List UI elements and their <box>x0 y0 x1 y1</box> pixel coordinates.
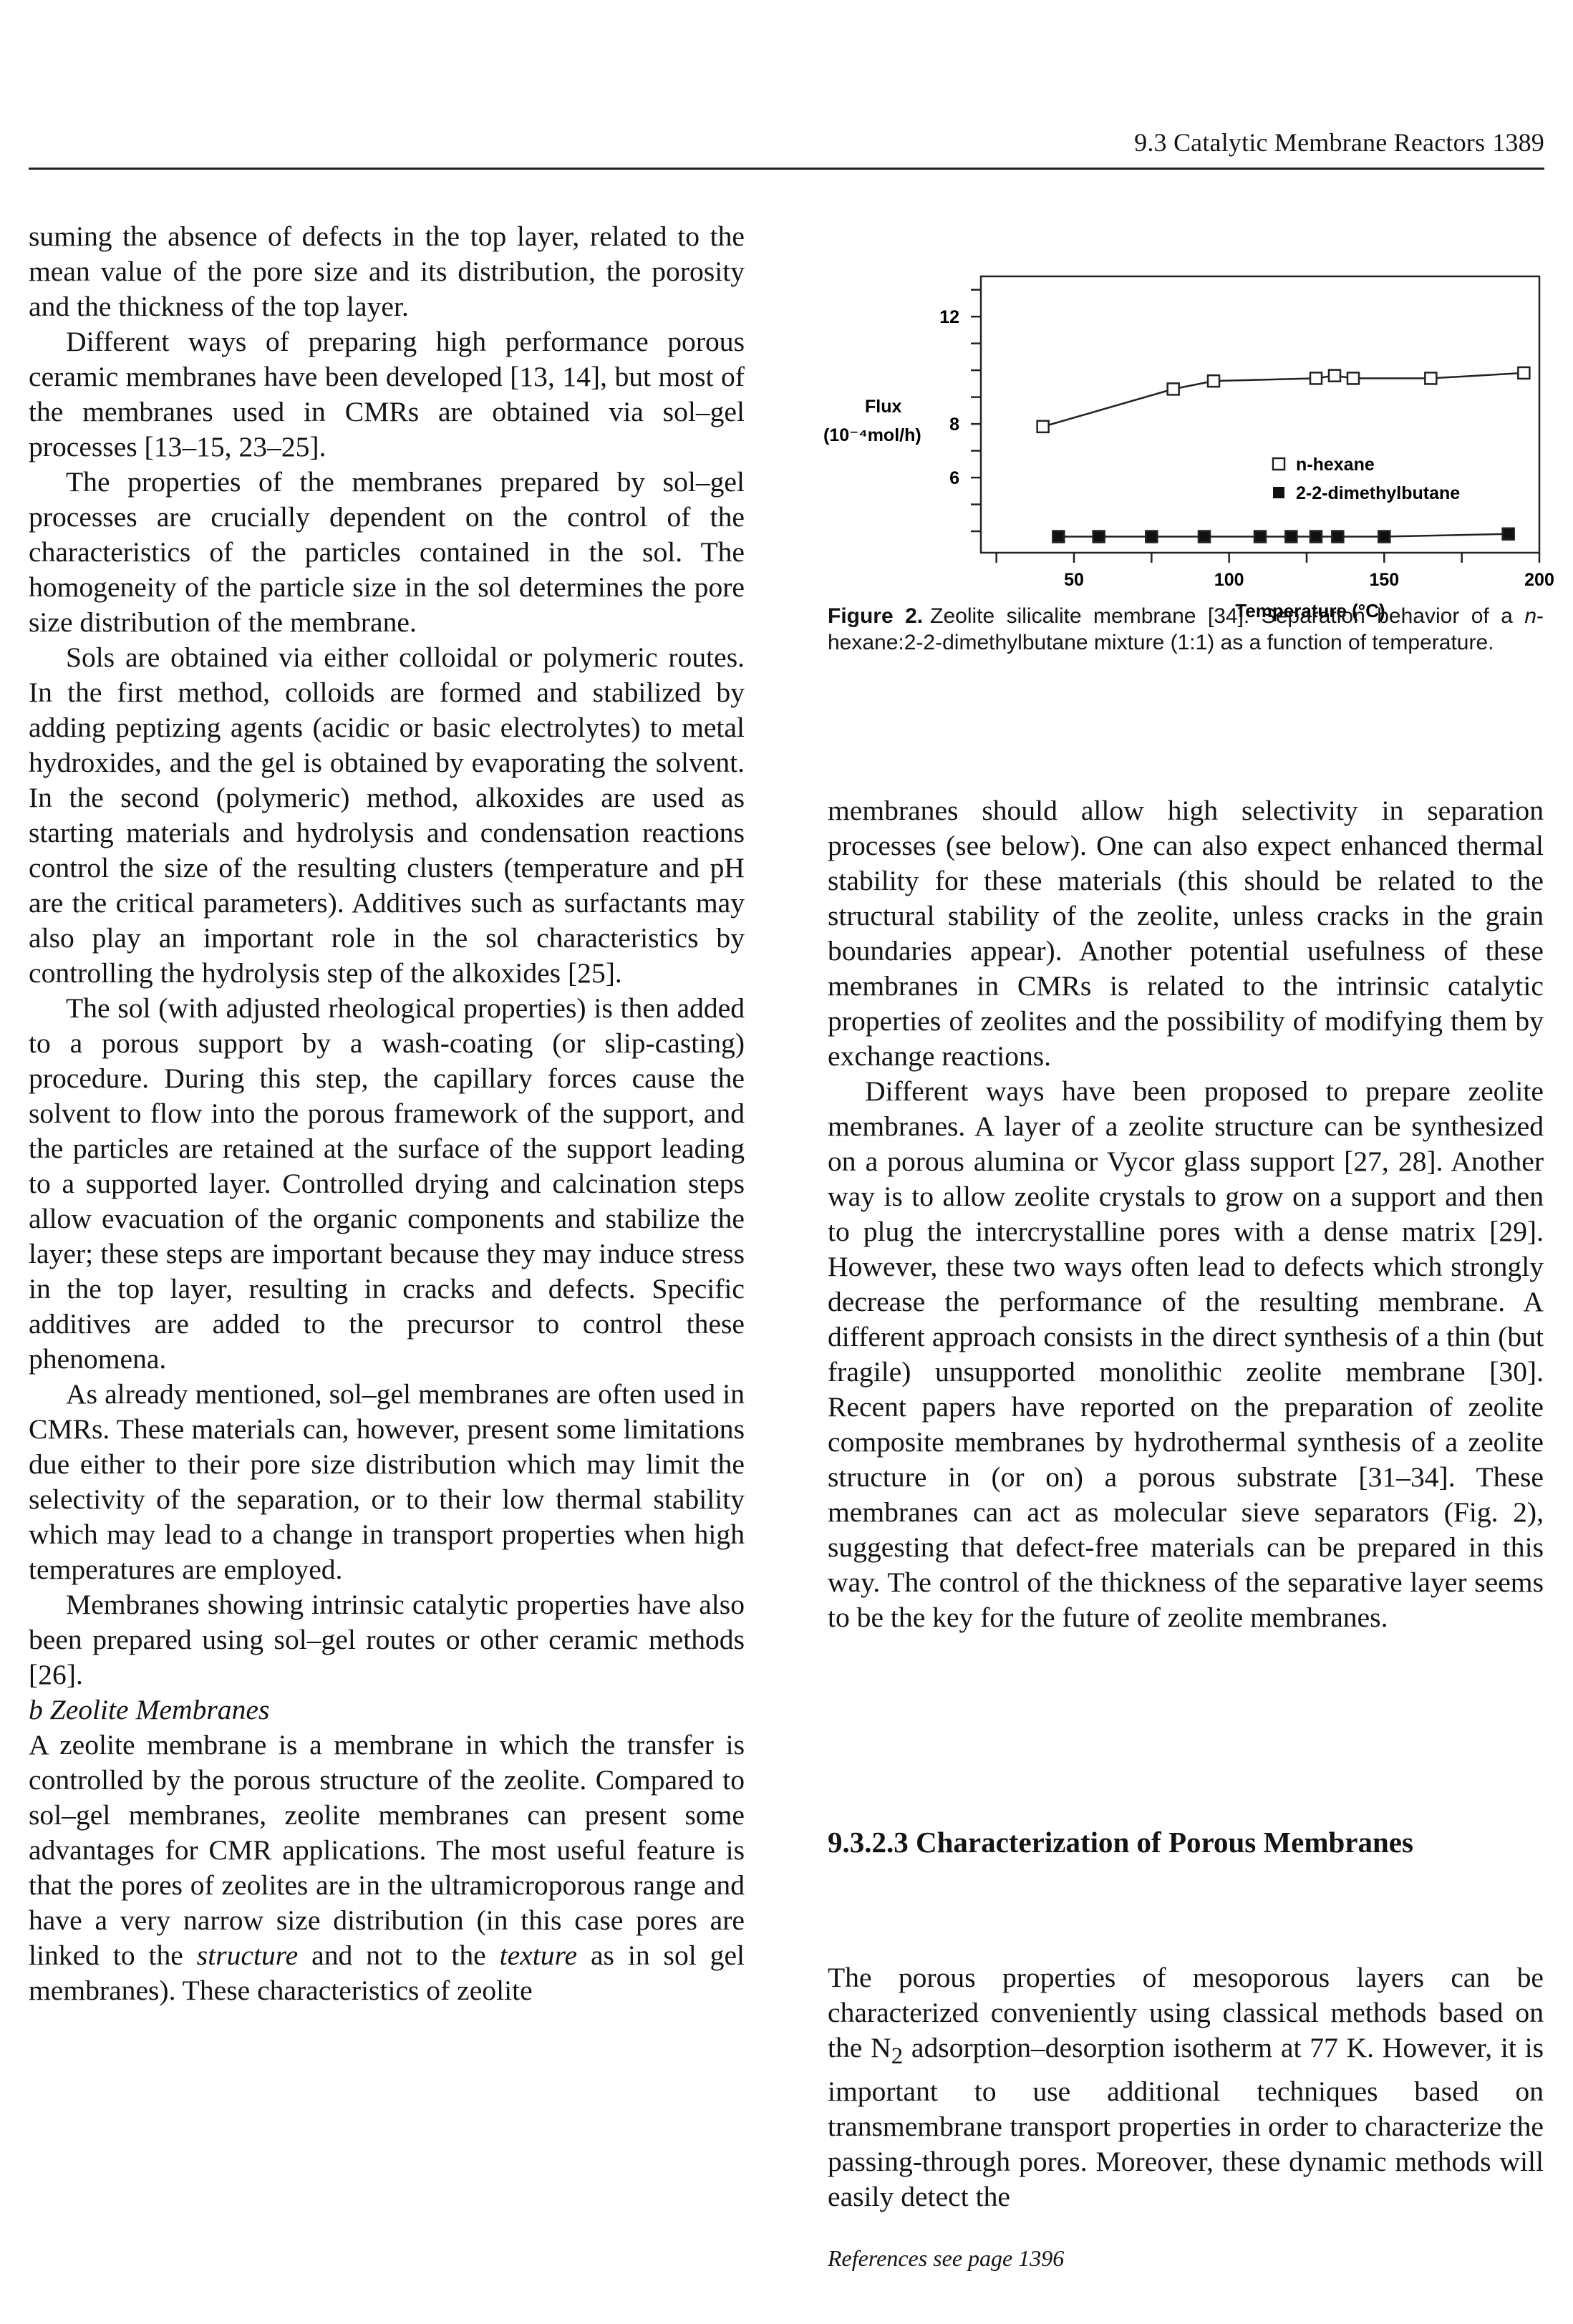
subsection-heading: b Zeolite Membranes <box>29 1694 270 1725</box>
text-run: A zeolite membrane is a membrane in whic… <box>29 1729 745 1971</box>
data-point-filled <box>1052 530 1065 543</box>
text-run: adsorption–desorption isotherm at 77 K. … <box>828 2032 1544 2212</box>
data-point-filled <box>1331 530 1345 543</box>
x-tick-label: 50 <box>1064 570 1084 590</box>
x-tick-label: 100 <box>1214 570 1244 590</box>
right-column-upper: membranes should allow high selectivity … <box>828 793 1544 1635</box>
y-axis-label-line2: (10⁻⁴mol/h) <box>823 425 921 445</box>
paragraph: Sols are obtained via either colloidal o… <box>29 641 745 989</box>
right-column-lower: The porous properties of mesoporous laye… <box>828 1960 1544 2214</box>
x-tick-label: 150 <box>1369 570 1399 590</box>
x-tick-label: 200 <box>1524 570 1554 590</box>
y-tick-label: 6 <box>949 468 959 488</box>
paragraph: suming the absence of defects in the top… <box>29 221 745 322</box>
data-point-filled <box>1197 530 1211 543</box>
figure-2: 6 8 12 50 100 150 200 Flux (10⁻⁴mol/h) Temper… <box>809 219 1554 735</box>
paragraph: A zeolite membrane is a membrane in whic… <box>29 1728 745 2008</box>
data-point-open <box>1517 366 1531 380</box>
data-point-filled <box>1501 527 1515 541</box>
series-line <box>1042 372 1524 428</box>
caption-text: -hexane:2-2-dimethylbutane mixture (1:1)… <box>828 604 1544 654</box>
data-point-open <box>1036 420 1050 434</box>
text-run: The porous properties of mesoporous laye… <box>828 1962 1544 2063</box>
series-line <box>1058 533 1509 538</box>
data-point-filled <box>1378 530 1391 543</box>
paragraph: Different ways of preparing high perform… <box>29 326 745 463</box>
data-point-filled <box>1145 530 1158 543</box>
page-number: 1389 <box>1492 128 1544 157</box>
paragraph: Different ways have been proposed to pre… <box>828 1075 1544 1633</box>
data-point-filled <box>1253 530 1267 543</box>
data-point-filled <box>1309 530 1323 543</box>
data-point-filled <box>1092 530 1105 543</box>
subscript: 2 <box>891 2043 904 2069</box>
paragraph: Membranes showing intrinsic catalytic pr… <box>29 1589 745 1690</box>
caption-text: Zeolite silicalite membrane [34]. Separa… <box>930 604 1525 628</box>
data-point-open <box>1166 382 1180 396</box>
y-axis-label-line1: Flux <box>865 397 901 417</box>
paragraph: As already mentioned, sol–gel membranes … <box>29 1378 745 1585</box>
legend-marker-open <box>1272 457 1286 471</box>
footnote: References see page 1396 <box>828 2245 1065 2271</box>
figure-label: Figure 2. <box>828 604 924 628</box>
legend: n-hexane 2-2-dimethylbutane <box>1272 455 1460 503</box>
figure-caption: Figure 2.Zeolite silicalite membrane [34… <box>828 603 1544 656</box>
section-heading: 9.3.2.3 Characterization of Porous Membr… <box>828 1826 1413 1859</box>
header-rule <box>29 168 1544 170</box>
text-run: as in sol gel membranes). These characte… <box>29 1940 745 2006</box>
y-tick-label: 8 <box>949 415 959 435</box>
italic-term: texture <box>499 1940 578 1971</box>
paragraph: The sol (with adjusted rheological prope… <box>29 992 745 1375</box>
paragraph: The properties of the membranes prepared… <box>29 466 745 638</box>
legend-label: 2-2-dimethylbutane <box>1296 483 1460 503</box>
paragraph: membranes should allow high selectivity … <box>828 795 1544 1072</box>
data-point-filled <box>1284 530 1298 543</box>
data-point-open <box>1424 372 1438 385</box>
left-column: suming the absence of defects in the top… <box>29 219 745 2008</box>
plot-frame <box>979 275 1541 554</box>
caption-italic: n <box>1524 604 1536 628</box>
data-point-open <box>1346 372 1360 385</box>
flux-temperature-chart: 6 8 12 50 100 150 200 Flux (10⁻⁴mol/h) Temper… <box>823 275 1554 621</box>
header-section-title: 9.3 Catalytic Membrane Reactors <box>1134 128 1486 157</box>
data-point-open <box>1327 369 1342 382</box>
data-point-open <box>1206 374 1221 388</box>
text-run: and not to the <box>298 1940 500 1971</box>
data-point-open <box>1309 372 1323 385</box>
legend-label: n-hexane <box>1296 455 1375 475</box>
y-tick-label: 12 <box>939 307 959 327</box>
x-axis-label: Temperature (°C) <box>1235 600 1385 621</box>
legend-marker-filled <box>1273 487 1284 498</box>
paragraph: The porous properties of mesoporous laye… <box>828 1960 1544 2214</box>
italic-term: structure <box>196 1940 299 1971</box>
